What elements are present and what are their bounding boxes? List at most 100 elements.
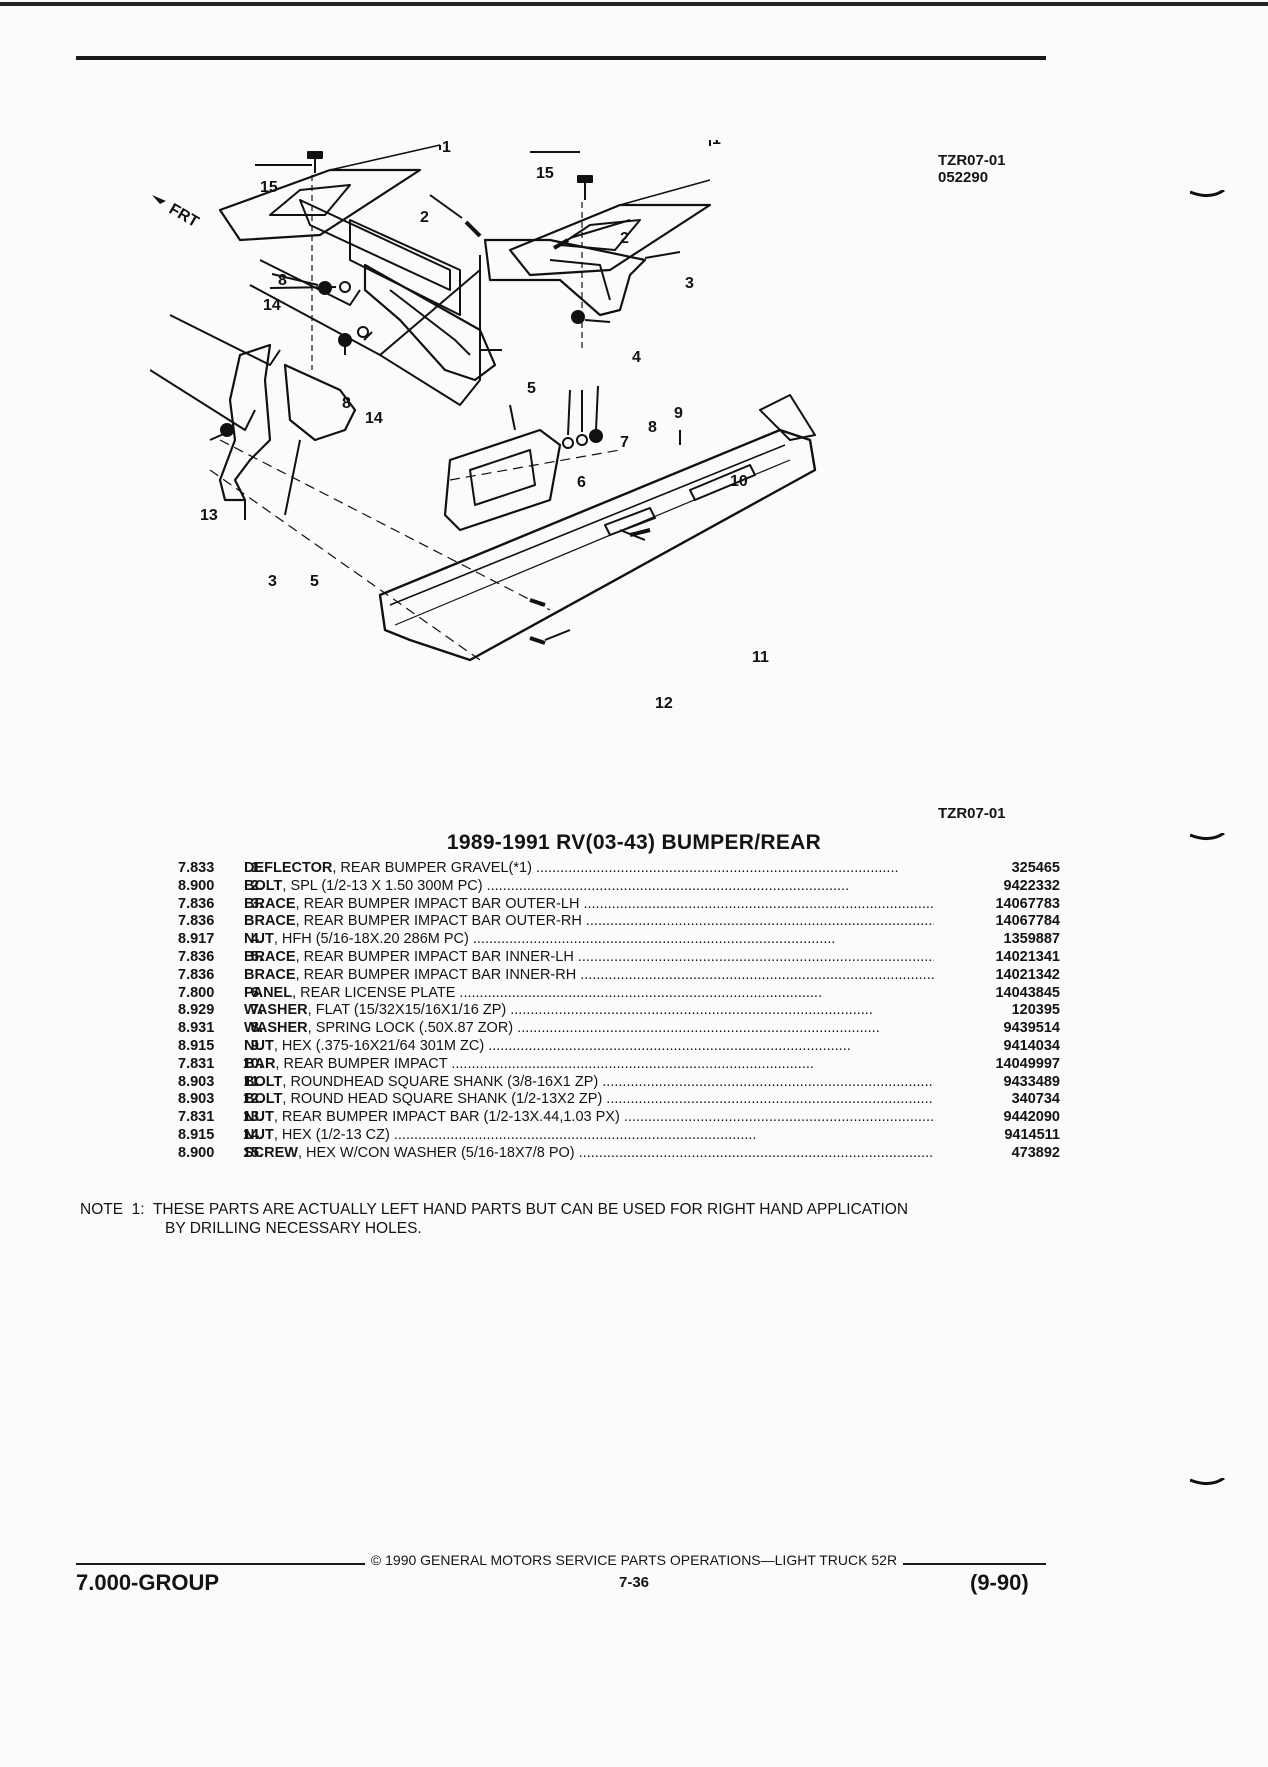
- group-code: 8.900: [178, 1144, 215, 1161]
- callout-1-right: 1: [712, 140, 721, 148]
- callout-3-right: 3: [685, 275, 694, 292]
- part-spec: , REAR BUMPER IMPACT BAR INNER-LH: [295, 948, 574, 965]
- part-name: WASHER: [244, 1002, 308, 1019]
- part-description: BOLT, ROUND HEAD SQUARE SHANK (1/2-13X2 …: [244, 1091, 934, 1108]
- front-indicator: FRT: [166, 201, 202, 231]
- part-row: 7.836 BRACE, REAR BUMPER IMPACT BAR OUTER…: [110, 913, 1060, 931]
- part-name: BRACE: [244, 913, 296, 930]
- part-name: NUT: [244, 931, 274, 948]
- group-code: 7.836: [178, 966, 215, 983]
- part-name: WASHER: [244, 1020, 308, 1037]
- part-name: BRACE: [244, 948, 296, 965]
- item-number: 4.: [250, 931, 263, 948]
- group-code: 7.836: [178, 895, 215, 912]
- part-spec: , ROUND HEAD SQUARE SHANK (1/2-13X2 ZP): [282, 1091, 603, 1108]
- group-label: 7.000-GROUP: [76, 1570, 220, 1595]
- group-code: 7.833: [178, 860, 215, 876]
- part-number: 325465: [1011, 860, 1060, 876]
- item-number: 15.: [242, 1144, 263, 1161]
- callout-8-lower: 8: [342, 395, 351, 412]
- header-rule: [76, 56, 1046, 60]
- figure-date: 052290: [938, 169, 989, 186]
- group-code: 7.836: [178, 913, 215, 930]
- part-description: WASHER, FLAT (15/32X15/16X1/16 ZP) .....…: [244, 1002, 873, 1019]
- callout-14-upper: 14: [263, 297, 281, 314]
- part-spec: , REAR BUMPER IMPACT: [275, 1055, 448, 1072]
- part-name: BRACE: [244, 895, 296, 912]
- group-code: 8.917: [178, 931, 215, 948]
- part-spec: , SPRING LOCK (.50X.87 ZOR): [307, 1020, 514, 1037]
- part-number: 9433489: [1003, 1073, 1060, 1090]
- revision-date: (9-90): [970, 1570, 1029, 1595]
- group-code: 8.903: [178, 1091, 215, 1108]
- part-name: BOLT: [244, 1091, 283, 1108]
- part-number: 14021341: [995, 948, 1060, 965]
- callout-8-right: 8: [648, 419, 657, 436]
- note-line-2: BY DRILLING NECESSARY HOLES.: [165, 1220, 422, 1237]
- scan-top-edge: [0, 2, 1268, 6]
- callout-8-upper: 8: [278, 272, 287, 289]
- part-description: DEFLECTOR, REAR BUMPER GRAVEL(*1) ......…: [244, 860, 899, 876]
- part-name: NUT: [244, 1109, 274, 1126]
- part-number: 14021342: [995, 966, 1060, 983]
- figure-id-block: TZR07-01 052290: [938, 152, 1006, 186]
- callout-14-lower: 14: [365, 410, 383, 427]
- callout-12: 12: [655, 695, 673, 712]
- group-code: 8.929: [178, 1002, 215, 1019]
- item-number: 11.: [243, 1073, 263, 1090]
- callout-1-left: 1: [442, 140, 451, 156]
- callout-13: 13: [200, 507, 218, 524]
- callout-5-right: 5: [527, 380, 536, 397]
- item-number: 3.: [250, 895, 263, 912]
- part-description: BOLT, ROUNDHEAD SQUARE SHANK (3/8-16X1 Z…: [244, 1073, 934, 1090]
- figure-id: TZR07-01: [938, 152, 1006, 169]
- callout-15-left: 15: [260, 179, 278, 196]
- part-spec: , REAR LICENSE PLATE: [292, 984, 456, 1001]
- item-number: 12.: [242, 1091, 263, 1108]
- part-name: BOLT: [244, 1073, 283, 1090]
- callout-2-right: 2: [620, 230, 629, 247]
- part-spec: , HFH (5/16-18X.20 286M PC): [273, 931, 469, 948]
- item-number: 5.: [250, 948, 263, 965]
- margin-mark: [1190, 190, 1225, 197]
- part-name: DEFLECTOR: [244, 860, 333, 876]
- part-number: 9442090: [1003, 1109, 1060, 1126]
- group-code: 7.836: [178, 948, 215, 965]
- item-number: 8.: [250, 1020, 263, 1037]
- group-code: 8.915: [178, 1126, 215, 1143]
- group-code: 8.931: [178, 1020, 215, 1037]
- section-title: 1989-1991 RV(03-43) BUMPER/REAR: [446, 831, 822, 854]
- callout-4: 4: [632, 349, 641, 366]
- part-description: PANEL, REAR LICENSE PLATE ..............…: [244, 984, 822, 1001]
- item-number: 2.: [250, 877, 263, 894]
- part-spec: , SPL (1/2-13 X 1.50 300M PC): [282, 877, 483, 894]
- part-number: 14049997: [995, 1055, 1060, 1072]
- part-description: WASHER, SPRING LOCK (.50X.87 ZOR) ......…: [244, 1020, 880, 1037]
- callout-5-left: 5: [310, 573, 319, 590]
- figure-id-bottom: TZR07-01: [938, 805, 1006, 822]
- part-spec: , REAR BUMPER GRAVEL(*1): [332, 860, 532, 876]
- part-number: 473892: [1011, 1144, 1060, 1161]
- item-number: 9.: [250, 1037, 263, 1054]
- part-spec: , REAR BUMPER IMPACT BAR OUTER-RH: [295, 913, 582, 930]
- item-number: 14.: [242, 1126, 263, 1143]
- part-description: BRACE, REAR BUMPER IMPACT BAR INNER-LH .…: [244, 948, 934, 965]
- item-number: 10.: [242, 1055, 263, 1072]
- part-name: PANEL: [244, 984, 293, 1001]
- group-code: 8.915: [178, 1037, 215, 1054]
- part-number: 340734: [1011, 1091, 1060, 1108]
- callout-7: 7: [620, 434, 629, 451]
- part-description: BAR, REAR BUMPER IMPACT ................…: [244, 1055, 814, 1072]
- part-spec: , FLAT (15/32X15/16X1/16 ZP): [307, 1002, 507, 1019]
- part-description: NUT, HEX (1/2-13 CZ) ...................…: [244, 1126, 757, 1143]
- group-code: 8.900: [178, 877, 215, 894]
- part-name: NUT: [244, 1037, 274, 1054]
